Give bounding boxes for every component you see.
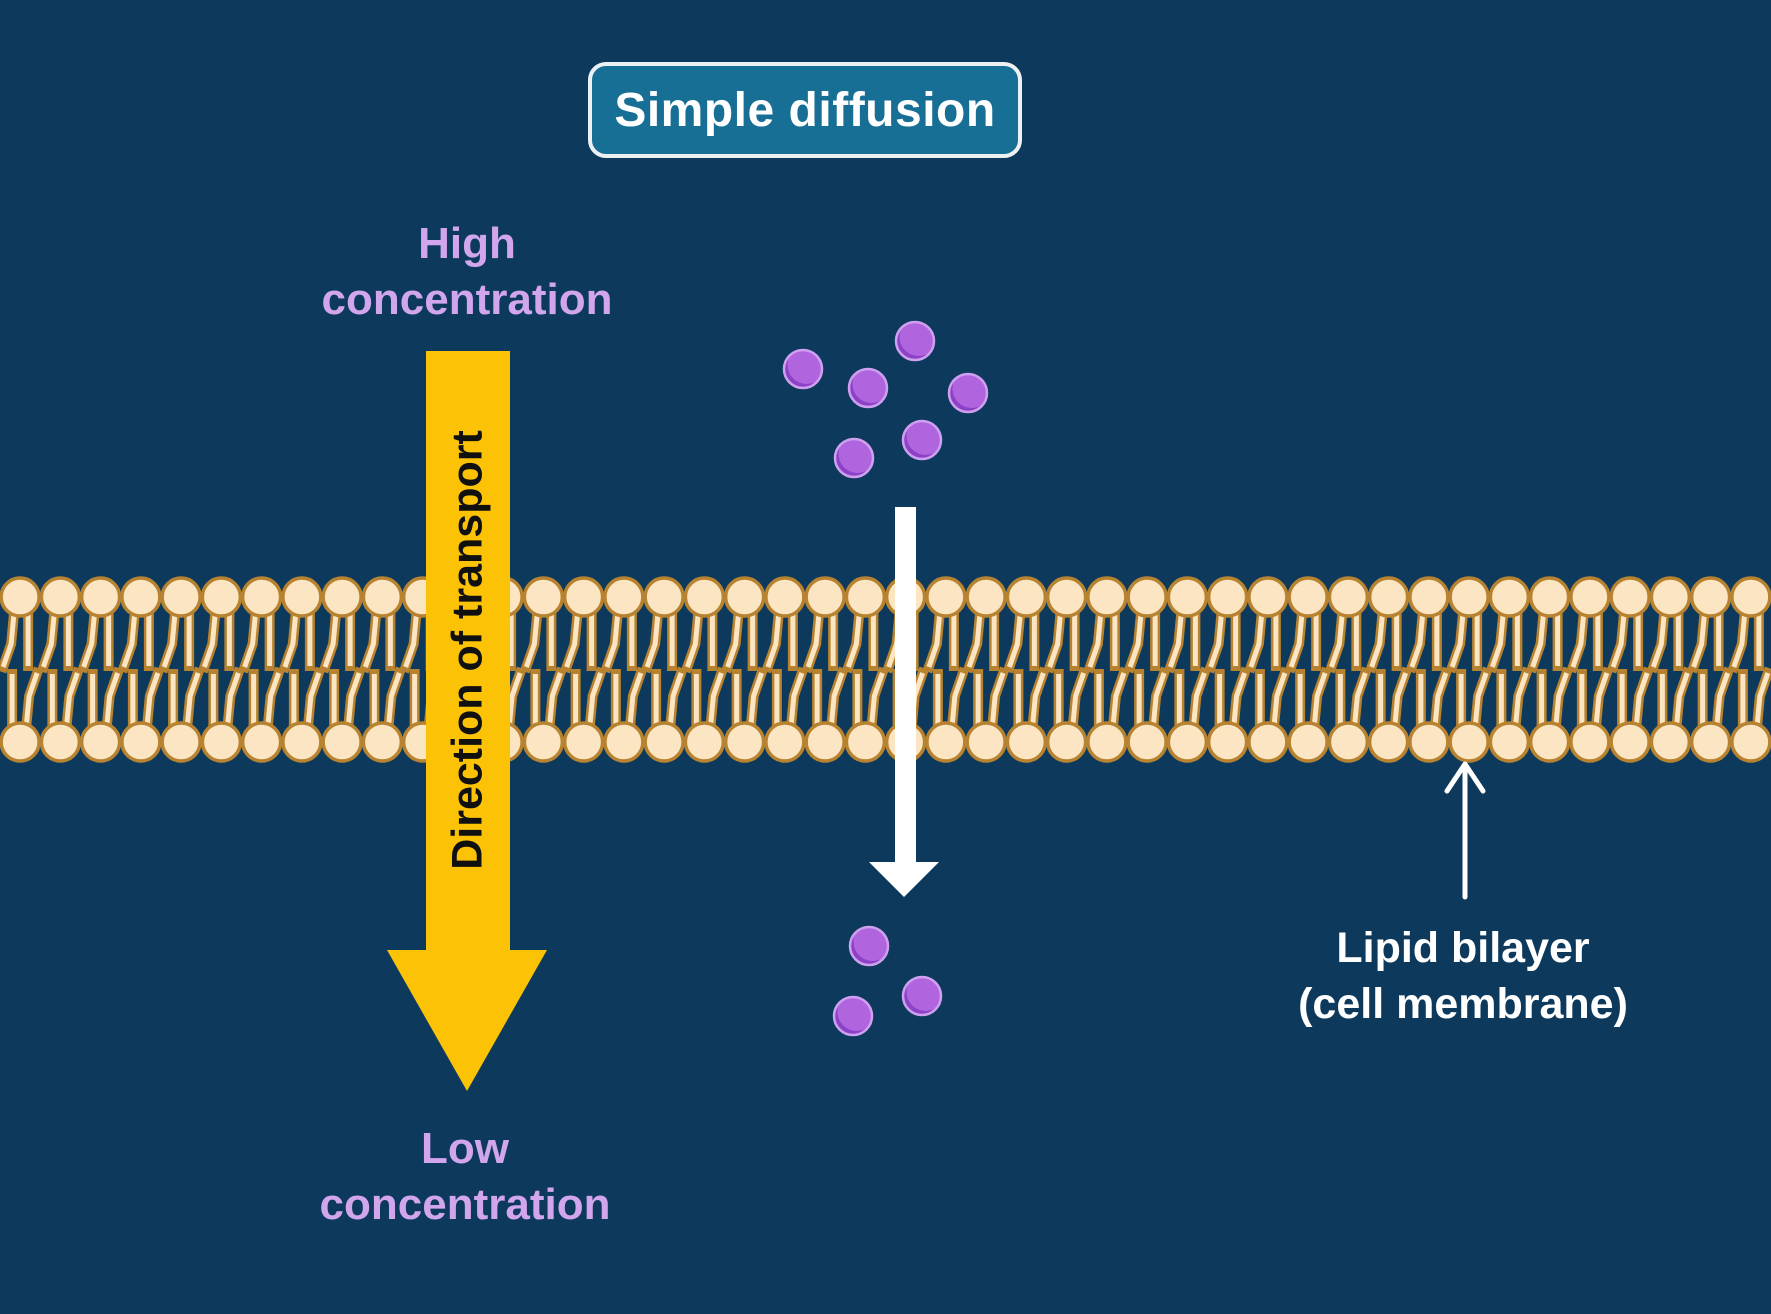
direction-of-transport-arrow-icon	[387, 351, 547, 1091]
lipid-bilayer	[0, 576, 1771, 763]
lipid-bilayer-label: Lipid bilayer (cell membrane)	[1298, 920, 1628, 1032]
high-concentration-line1: High	[418, 219, 516, 268]
solute-molecules	[782, 320, 989, 1037]
lipid-tails	[0, 606, 1771, 734]
molecule	[894, 320, 936, 362]
membrane-pointer-arrow-icon	[1444, 761, 1486, 900]
molecule	[901, 419, 943, 461]
molecule	[947, 372, 989, 414]
molecule	[901, 975, 943, 1017]
low-concentration-line1: Low	[421, 1124, 509, 1173]
molecule	[833, 437, 875, 479]
molecule	[848, 925, 890, 967]
lipid-bilayer-line1: Lipid bilayer	[1336, 924, 1590, 972]
low-concentration-line2: concentration	[319, 1180, 611, 1229]
lipid-bilayer-line2: (cell membrane)	[1298, 980, 1628, 1028]
diffusion-arrow-icon	[869, 507, 939, 897]
molecule	[832, 995, 874, 1037]
high-concentration-line2: concentration	[321, 275, 613, 324]
molecule	[782, 348, 824, 390]
direction-of-transport-label: Direction of transport	[443, 430, 492, 870]
diagram-title: Simple diffusion	[614, 83, 996, 137]
low-concentration-label: Low concentration	[320, 1121, 611, 1233]
molecule	[847, 367, 889, 409]
high-concentration-label: High concentration	[322, 216, 613, 328]
title-box: Simple diffusion	[588, 62, 1022, 158]
